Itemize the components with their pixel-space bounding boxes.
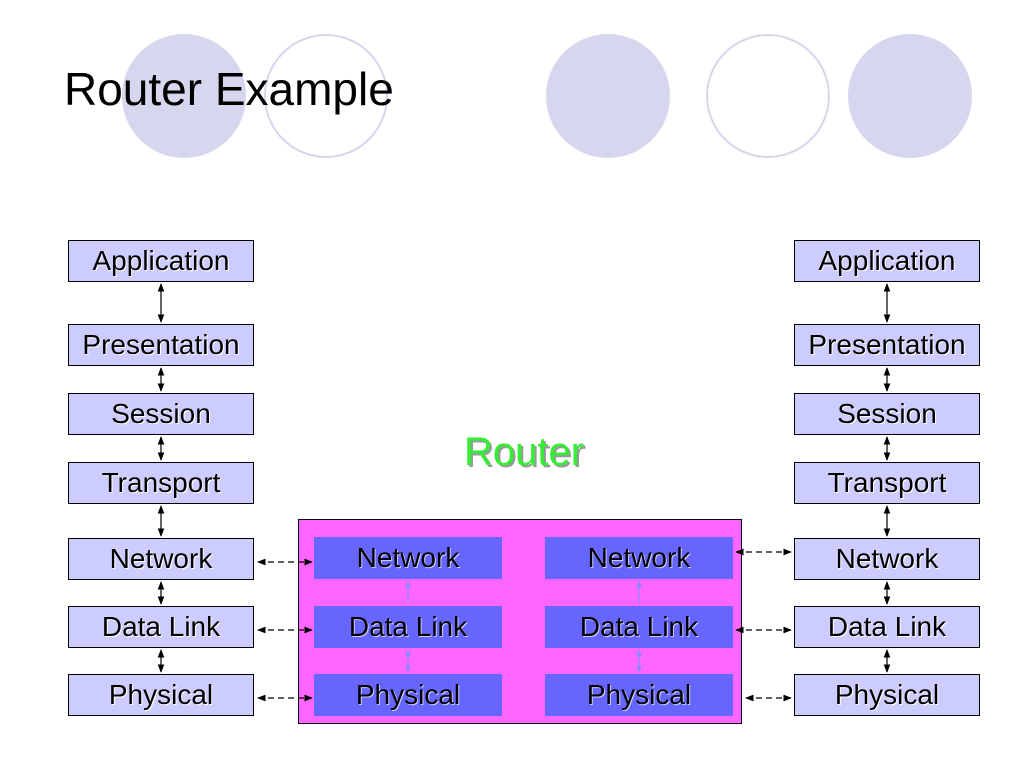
decor-circle-3 [546, 34, 670, 158]
right-layer-network: Network [794, 538, 980, 580]
left-layer-presentation: Presentation [68, 324, 254, 366]
right-layer-application: Application [794, 240, 980, 282]
router-left-physical: Physical [314, 674, 502, 716]
left-layer-transport: Transport [68, 462, 254, 504]
left-layer-session: Session [68, 393, 254, 435]
decor-circle-5 [848, 34, 972, 158]
right-layer-presentation: Presentation [794, 324, 980, 366]
peer-connectors [257, 548, 792, 702]
decor-circle-4 [706, 34, 830, 158]
left-layer-physical: Physical [68, 674, 254, 716]
router-right-data-link: Data Link [545, 606, 733, 648]
router-internal-connectors [405, 580, 642, 673]
right-layer-session: Session [794, 393, 980, 435]
decor-circle-2 [264, 34, 388, 158]
left-layer-data-link: Data Link [68, 606, 254, 648]
left-layer-application: Application [68, 240, 254, 282]
slide-title: Router Example [64, 63, 394, 115]
right-layer-data-link: Data Link [794, 606, 980, 648]
router-left-network: Network [314, 537, 502, 579]
router-label: Router [464, 430, 585, 474]
router-left-data-link: Data Link [314, 606, 502, 648]
right-layer-physical: Physical [794, 674, 980, 716]
router-right-physical: Physical [545, 674, 733, 716]
left-layer-network: Network [68, 538, 254, 580]
right-layer-transport: Transport [794, 462, 980, 504]
router-right-network: Network [545, 537, 733, 579]
decor-circle-1 [122, 34, 246, 158]
